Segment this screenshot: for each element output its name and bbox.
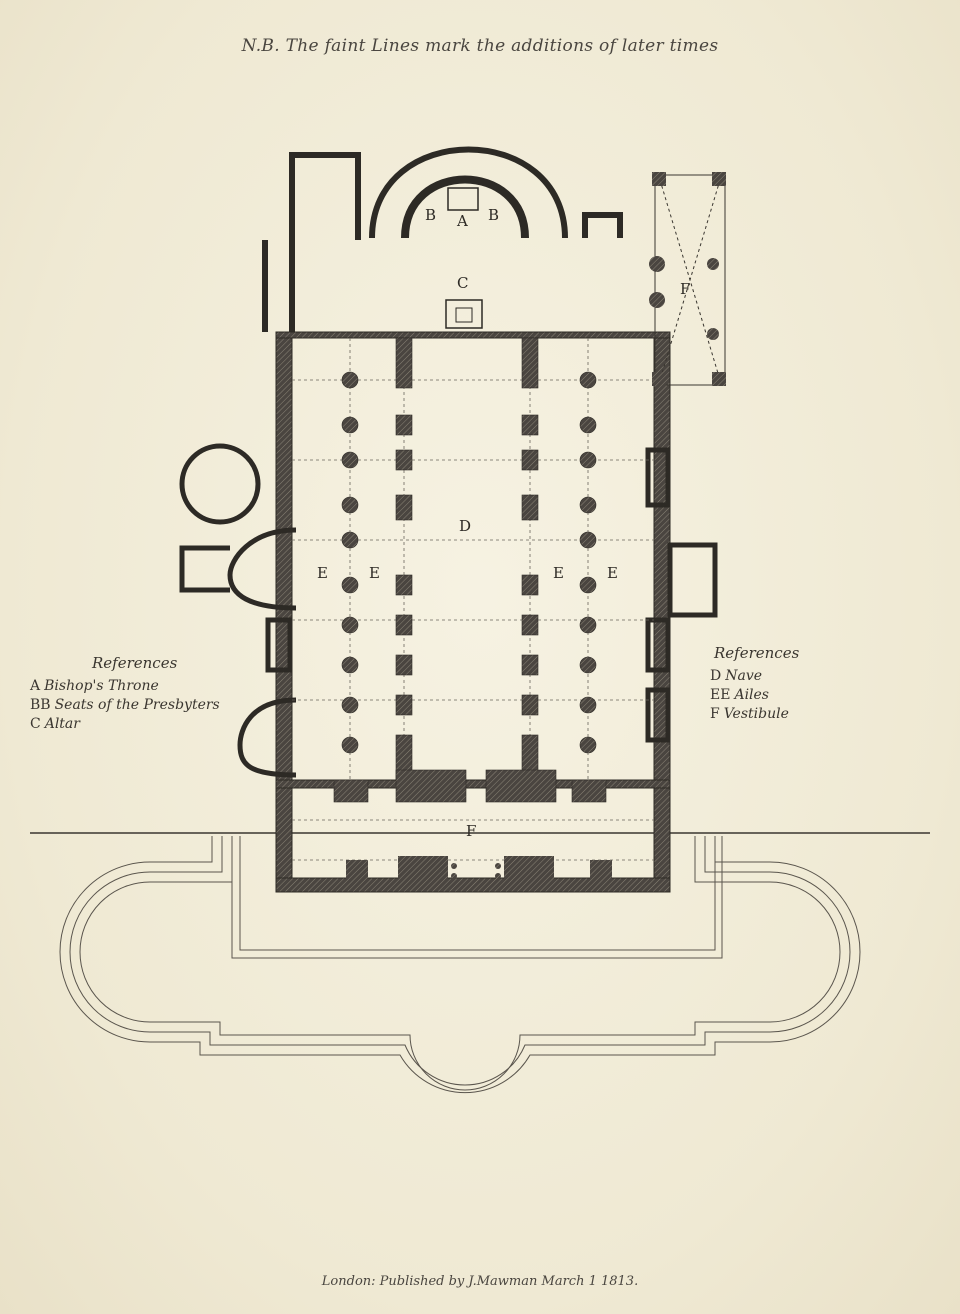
outer-walls xyxy=(275,331,671,893)
label-e-1: E xyxy=(317,564,328,582)
vestibule-piers xyxy=(649,172,726,386)
label-c: C xyxy=(457,274,469,292)
side-vestibule xyxy=(654,174,726,386)
references-left-title: References xyxy=(92,654,178,672)
forecourt-steps xyxy=(59,836,861,1094)
altar xyxy=(445,299,483,329)
narthex-piers xyxy=(346,856,612,890)
label-f-narthex: F xyxy=(466,822,477,840)
label-e-4: E xyxy=(607,564,618,582)
label-e-3: E xyxy=(553,564,564,582)
bishops-throne xyxy=(447,187,479,211)
label-d: D xyxy=(459,517,472,535)
references-right-title: References xyxy=(714,644,800,662)
label-b-left: B xyxy=(425,206,437,224)
publisher-imprint: London: Published by J.Mawman March 1 18… xyxy=(321,1274,639,1289)
label-f-vestibule: F xyxy=(680,280,691,298)
label-e-2: E xyxy=(369,564,380,582)
nave-piers xyxy=(333,337,607,803)
right-chapels xyxy=(645,447,718,743)
label-a: A xyxy=(457,212,468,230)
note-caption: N.B. The faint Lines mark the additions … xyxy=(241,36,719,56)
apse-and-sacristies xyxy=(262,146,623,332)
left-chapels xyxy=(179,443,297,778)
label-b-right: B xyxy=(488,206,500,224)
